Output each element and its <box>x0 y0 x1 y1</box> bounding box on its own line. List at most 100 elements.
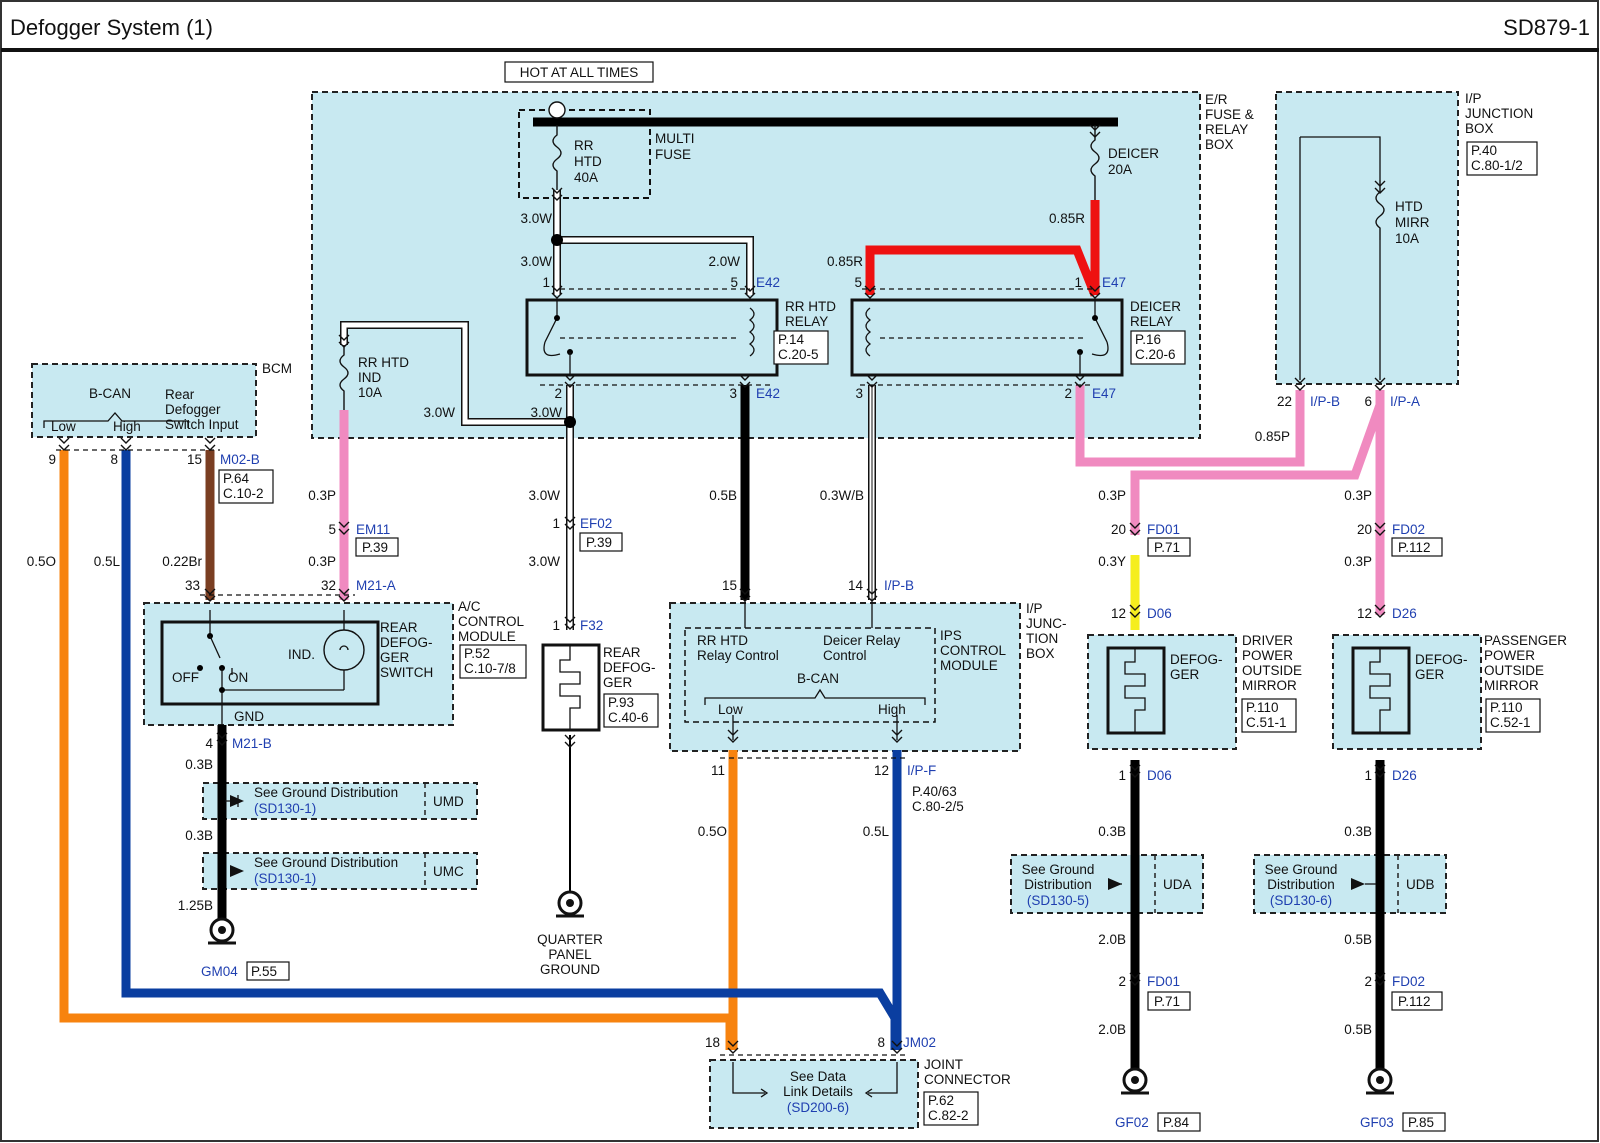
ips-high-label: High <box>878 702 906 717</box>
wire-label: 0.3B <box>1344 824 1372 839</box>
pin-label: 5 <box>854 275 862 290</box>
connector-fd01-bottom: FD01 <box>1147 974 1180 989</box>
ips-rr-htd-label-2: Relay Control <box>697 648 779 663</box>
pin-label: 12 <box>1357 606 1372 621</box>
wire-label: 0.85R <box>827 254 863 269</box>
er-fuse-relay-box-zone <box>311 91 1201 439</box>
passenger-mirror-defogger-element <box>1351 646 1411 735</box>
quarter-ground-label-2: PANEL <box>548 947 592 962</box>
ac-ref-1: P.52 <box>464 646 490 661</box>
switch-label-4: SWITCH <box>380 665 433 680</box>
fd01-ref-bottom: P.71 <box>1154 994 1180 1009</box>
passenger-mirror-ref-2: C.52-1 <box>1490 715 1531 730</box>
htd-mirr-fuse-rating: 10A <box>1395 231 1419 246</box>
pin-label: 1 <box>552 516 560 531</box>
joint-connector-label-1: JOINT <box>924 1057 963 1072</box>
wire-label: 2.0B <box>1098 1022 1126 1037</box>
sd130-1-link-2[interactable]: (SD130-1) <box>254 871 316 886</box>
pin-label: 2 <box>1364 974 1372 989</box>
wire-label: 0.22Br <box>162 554 202 569</box>
connector-e47: E47 <box>1102 275 1126 290</box>
rr-htd-relay-ref-1: P.14 <box>778 332 805 347</box>
deicer-relay-label-2: RELAY <box>1130 314 1173 329</box>
connector-d26-bottom: D26 <box>1392 768 1417 783</box>
driver-mirror-label-2: POWER <box>1242 648 1293 663</box>
driver-mirror-zone <box>1087 634 1237 750</box>
pin-label: 3 <box>729 386 737 401</box>
ips-inner-zone <box>684 627 936 723</box>
sd130-6-link[interactable]: (SD130-6) <box>1270 893 1332 908</box>
pin-label: 22 <box>1277 394 1292 409</box>
fd02-ref: P.112 <box>1398 540 1431 555</box>
htd-mirr-fuse-label-2: MIRR <box>1395 215 1430 230</box>
pin-label: 2 <box>1064 386 1072 401</box>
sd200-6-link[interactable]: (SD200-6) <box>787 1100 849 1115</box>
gnd-label: GND <box>234 709 264 724</box>
connector-e47-bottom: E47 <box>1092 386 1116 401</box>
deicer-fuse-symbol <box>1090 125 1100 200</box>
bcm-input-label-3: Switch Input <box>165 417 239 432</box>
pin-label: 1 <box>1364 768 1372 783</box>
page-code: SD879-1 <box>1503 15 1590 40</box>
connector-ipb: I/P-B <box>884 578 914 593</box>
wire-label: 0.3B <box>185 757 213 772</box>
sd130-1-link[interactable]: (SD130-1) <box>254 801 316 816</box>
quarter-ground-label-3: GROUND <box>540 962 600 977</box>
data-link-label-2: Link Details <box>783 1084 853 1099</box>
ac-module-label-1: A/C <box>458 599 481 614</box>
deicer-relay-ref-1: P.16 <box>1135 332 1161 347</box>
bcm-low-label: Low <box>51 419 76 434</box>
bcm-bcan-label: B-CAN <box>89 386 131 401</box>
rear-defogger-switch <box>160 610 380 725</box>
wire-label: 0.5O <box>27 554 56 569</box>
connector-ipa: I/P-A <box>1390 394 1420 409</box>
sd130-5-link[interactable]: (SD130-5) <box>1027 893 1089 908</box>
umd-label: UMD <box>433 794 464 809</box>
pin-label: 15 <box>722 578 737 593</box>
joint-connector-zone <box>709 1059 919 1129</box>
ips-module-label-2: CONTROL <box>940 643 1006 658</box>
wire-label: 2.0B <box>1098 932 1126 947</box>
connector-fd01: FD01 <box>1147 522 1180 537</box>
ip-junc-label-1: I/P <box>1026 601 1043 616</box>
udb-label: UDB <box>1406 877 1435 892</box>
connector-d06: D06 <box>1147 606 1172 621</box>
wire-label: 3.0W <box>520 211 552 226</box>
passenger-mirror-label-1: PASSENGER <box>1484 633 1567 648</box>
er-box-label-1: E/R <box>1205 92 1228 107</box>
multi-fuse-label-1: MULTI <box>655 131 695 146</box>
wire-label: 0.85P <box>1255 429 1290 444</box>
rr-htd-ind-fuse-symbol <box>339 345 349 410</box>
fd01-ref: P.71 <box>1154 540 1180 555</box>
rr-htd-fuse-symbol <box>552 125 562 190</box>
wire-label: 3.0W <box>530 405 562 420</box>
pin-label: 1 <box>542 275 550 290</box>
connector-ef02: EF02 <box>580 516 612 531</box>
wire-label: 3.0W <box>528 554 560 569</box>
ac-module-label-3: MODULE <box>458 629 516 644</box>
umc-ground-zone <box>202 852 478 890</box>
ips-module-label-3: MODULE <box>940 658 998 673</box>
ip-junction-ref-1: P.40 <box>1471 143 1497 158</box>
driver-mirror-label-1: DRIVER <box>1242 633 1293 648</box>
wire-label: 0.3P <box>1098 488 1126 503</box>
connector-em11: EM11 <box>356 522 390 537</box>
passenger-mirror-zone <box>1332 634 1482 750</box>
driver-defogger-label-1: DEFOG- <box>1170 652 1223 667</box>
pin-label: 4 <box>205 736 213 751</box>
rear-defogger-label-3: GER <box>603 675 633 690</box>
pin-label: 5 <box>328 522 336 537</box>
wire-label: 3.0W <box>423 405 455 420</box>
quarter-ground-label-1: QUARTER <box>537 932 603 947</box>
multi-fuse-label-2: FUSE <box>655 147 691 162</box>
pin-label: 1 <box>552 618 560 633</box>
pin-label: 11 <box>711 763 725 778</box>
rear-defogger-label-1: REAR <box>603 645 641 660</box>
data-link-label-1: See Data <box>790 1069 847 1084</box>
ips-module-label-1: IPS <box>940 628 962 643</box>
joint-connector-label-2: CONNECTOR <box>924 1072 1011 1087</box>
ac-module-label-2: CONTROL <box>458 614 524 629</box>
deicer-relay-ref-2: C.20-6 <box>1135 347 1176 362</box>
ground-gm04 <box>206 917 238 945</box>
